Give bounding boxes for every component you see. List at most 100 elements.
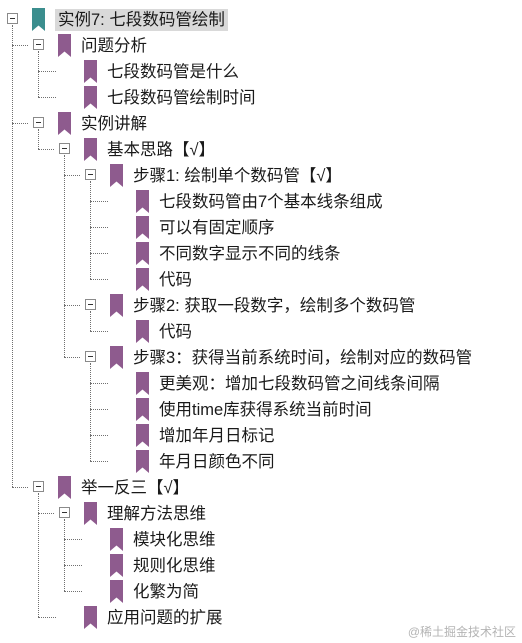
tree-connector-line [38,129,39,149]
outline-item-label: 问题分析 [81,37,147,55]
tree-connector-line [90,363,91,461]
tree-connector-line [90,331,108,332]
outline-root-title: 实例7: 七段数码管绘制 [55,9,228,31]
outline-item-label: 代码 [159,323,192,341]
outline-item[interactable]: 问题分析 [0,33,522,59]
outline-item[interactable]: 七段数码管是什么 [0,59,522,85]
outline-item-label: 化繁为简 [133,583,199,601]
bookmark-icon [108,345,125,370]
outline-item[interactable]: 基本思路【√】 [0,137,522,163]
outline-item-label: 代码 [159,271,192,289]
tree-connector-line [90,409,108,410]
outline-item[interactable]: 年月日颜色不同 [0,449,522,475]
bookmark-icon [134,423,151,448]
outline-item[interactable]: 步骤3：获得当前系统时间，绘制对应的数码管 [0,345,522,371]
outline-item[interactable]: 使用time库获得系统当前时间 [0,397,522,423]
tree-connector-line [90,383,108,384]
tree-connector-line [90,311,91,331]
outline-item-label: 不同数字显示不同的线条 [159,245,341,263]
bookmark-icon [82,85,99,110]
tree-connector-line [38,493,39,617]
outline-item[interactable]: 应用问题的扩展 [0,605,522,631]
outline-item[interactable]: 可以有固定顺序 [0,215,522,241]
outline-item-label: 理解方法思维 [107,505,206,523]
bookmark-icon [56,33,73,58]
outline-item[interactable]: 更美观：增加七段数码管之间线条间隔 [0,371,522,397]
tree-connector-line [38,513,54,514]
outline-item[interactable]: 代码 [0,267,522,293]
outline-item[interactable]: 七段数码管绘制时间 [0,85,522,111]
tree-connector-line [38,51,39,97]
tree-connector-line [12,123,28,124]
outline-item[interactable]: 七段数码管由7个基本线条组成 [0,189,522,215]
outline-item[interactable]: 增加年月日标记 [0,423,522,449]
outline-item[interactable]: 理解方法思维 [0,501,522,527]
tree-connector-line [64,519,65,591]
collapse-toggle-icon[interactable] [59,143,70,154]
tree-connector-line [38,97,56,98]
collapse-toggle-icon[interactable] [33,117,44,128]
bookmark-icon [134,241,151,266]
bookmark-icon [82,501,99,526]
outline-item[interactable]: 模块化思维 [0,527,522,553]
collapse-toggle-icon[interactable] [85,299,96,310]
outline-root-item[interactable]: 实例7: 七段数码管绘制 [0,7,522,33]
collapse-toggle-icon[interactable] [59,507,70,518]
outline-item-label: 步骤2: 获取一段数字，绘制多个数码管 [133,297,416,315]
outline-item-label: 模块化思维 [133,531,216,549]
tree-connector-line [12,487,28,488]
collapse-toggle-icon[interactable] [7,13,18,24]
bookmark-icon [82,59,99,84]
bookmark-icon [82,137,99,162]
collapse-toggle-icon[interactable] [85,169,96,180]
bookmark-icon [108,553,125,578]
tree-connector-line [64,357,80,358]
outline-item-label: 规则化思维 [133,557,216,575]
tree-connector-line [90,461,108,462]
tree-connector-line [64,305,80,306]
bookmark-icon [108,527,125,552]
collapse-toggle-icon[interactable] [33,481,44,492]
bookmark-icon [108,579,125,604]
bookmark-icon [30,7,47,32]
outline-item-label: 举一反三【√】 [81,479,190,497]
bookmark-icon [134,449,151,474]
bookmark-icon [108,163,125,188]
outline-item[interactable]: 代码 [0,319,522,345]
tree-connector-line [90,279,108,280]
outline-item-label: 步骤1: 绘制单个数码管【√】 [133,167,342,185]
tree-connector-line [64,175,80,176]
outline-item[interactable]: 不同数字显示不同的线条 [0,241,522,267]
bookmark-icon [134,215,151,240]
outline-item-label: 可以有固定顺序 [159,219,275,237]
tree-connector-line [12,25,13,487]
tree-connector-line [38,617,56,618]
outline-item[interactable]: 实例讲解 [0,111,522,137]
outline-item-label: 增加年月日标记 [159,427,275,445]
outline-item-label: 更美观：增加七段数码管之间线条间隔 [159,375,440,393]
outline-item[interactable]: 举一反三【√】 [0,475,522,501]
outline-item-label: 七段数码管由7个基本线条组成 [159,193,383,211]
outline-item-label: 年月日颜色不同 [159,453,275,471]
tree-connector-line [64,155,65,357]
watermark: @稀土掘金技术社区 [407,625,516,639]
tree-connector-line [90,253,108,254]
bookmark-icon [56,475,73,500]
outline-item[interactable]: 步骤2: 获取一段数字，绘制多个数码管 [0,293,522,319]
collapse-toggle-icon[interactable] [33,39,44,50]
bookmark-icon [134,267,151,292]
tree-connector-line [38,71,56,72]
outline-item[interactable]: 化繁为简 [0,579,522,605]
outline-item-label: 使用time库获得系统当前时间 [159,401,372,419]
outline-item[interactable]: 步骤1: 绘制单个数码管【√】 [0,163,522,189]
outline-item[interactable]: 规则化思维 [0,553,522,579]
tree-connector-line [64,591,82,592]
outline-item-label: 实例讲解 [81,115,147,133]
tree-connector-line [90,227,108,228]
tree-connector-line [64,539,82,540]
bookmark-icon [108,293,125,318]
bookmark-icon [82,605,99,630]
collapse-toggle-icon[interactable] [85,351,96,362]
outline-item-label: 基本思路【√】 [107,141,216,159]
